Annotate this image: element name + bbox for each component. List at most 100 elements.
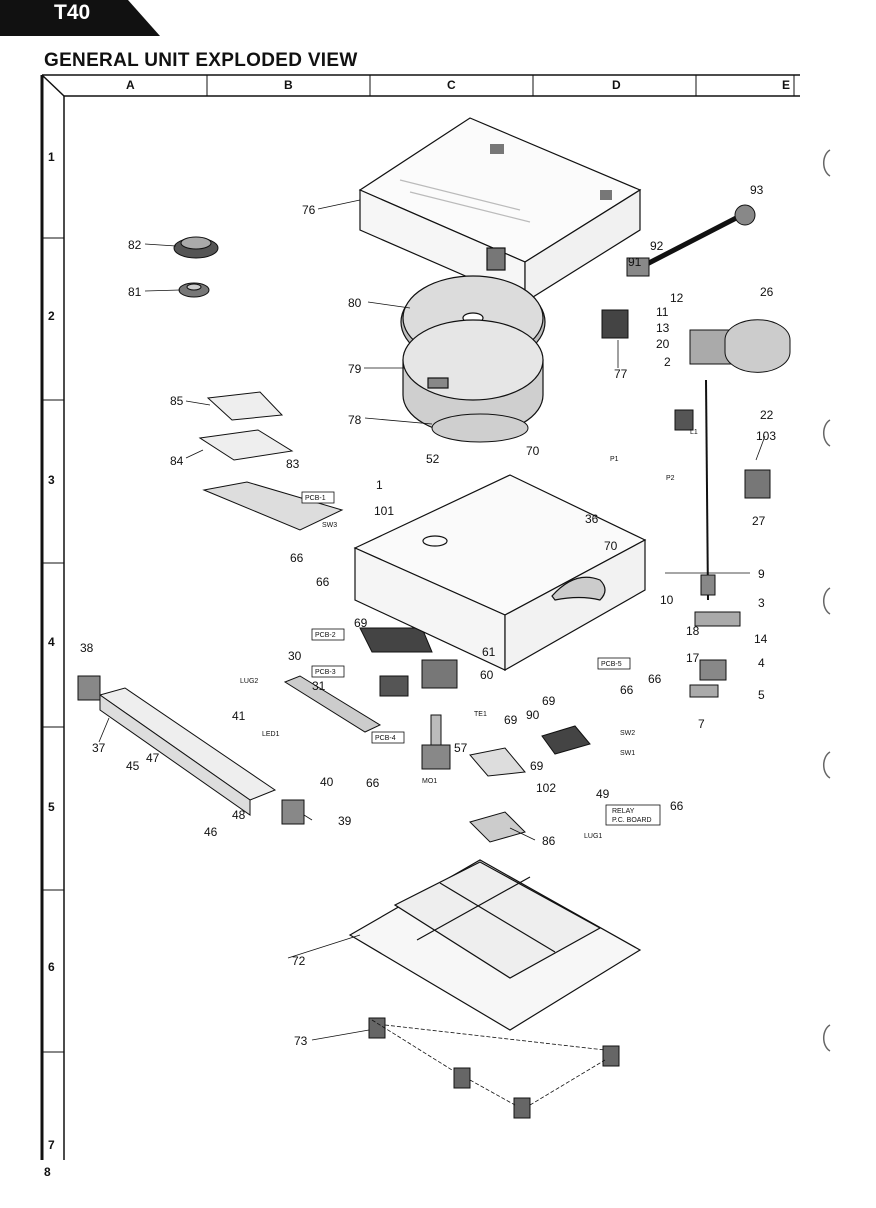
part-label: 66: [620, 683, 634, 697]
knob-81: [178, 282, 210, 298]
part-label: 5: [758, 688, 765, 702]
switch-bracket-30: [283, 675, 409, 733]
row-label-6: 6: [48, 960, 55, 974]
grid-frame: [40, 74, 800, 1160]
row-label-5: 5: [48, 800, 55, 814]
part-label: 40: [320, 775, 334, 789]
part-label: 93: [750, 183, 764, 197]
part-label: 48: [232, 808, 246, 822]
small-label: MO1: [422, 778, 437, 785]
part-label: 85: [170, 394, 184, 408]
small-label: LED1: [262, 731, 280, 738]
part-label: 45: [126, 759, 140, 773]
part-label: 66: [366, 776, 380, 790]
platter-78: [431, 413, 529, 443]
part-label: 1: [376, 478, 383, 492]
part-label: 69: [504, 713, 518, 727]
pcb-tag: PCB-1: [301, 491, 335, 504]
part-label: 49: [596, 787, 610, 801]
part-label: 57: [454, 741, 468, 755]
part-label: 83: [286, 457, 300, 471]
part-label: 26: [760, 285, 774, 299]
part-label: 66: [648, 672, 662, 686]
part-label: 46: [204, 825, 218, 839]
relay-note-line-2: P.C. BOARD: [612, 817, 652, 824]
bottom-cover: [348, 859, 642, 1031]
page-title: GENERAL UNIT EXPLODED VIEW: [44, 50, 358, 71]
tonearm-assembly: [626, 204, 791, 499]
row-label-3: 3: [48, 473, 55, 487]
column-label-b: B: [284, 78, 293, 92]
pcb-tag-text: PCB-2: [315, 632, 336, 639]
part-label: 20: [656, 337, 670, 351]
small-label: LUG1: [584, 833, 602, 840]
part-label: 70: [604, 539, 618, 553]
part-label: 69: [530, 759, 544, 773]
small-label: SW3: [322, 522, 337, 529]
pcb-tag-box: [597, 657, 631, 670]
part-label: 78: [348, 413, 362, 427]
relay-pc-board-note: RELAY P.C. BOARD: [605, 804, 661, 826]
column-label-e: E: [782, 78, 791, 92]
row-label-2: 2: [48, 309, 55, 323]
part-label: 60: [480, 668, 494, 682]
small-label: SW2: [620, 730, 635, 737]
pcb-tag-box: [311, 665, 345, 678]
part-label: 11: [656, 305, 669, 319]
pcb-tag-text: PCB-1: [305, 495, 326, 502]
relay-note-line-1: RELAY: [612, 808, 635, 815]
part-label: 72: [292, 954, 306, 968]
part-label: 38: [80, 641, 94, 655]
motor-57: [421, 659, 458, 770]
pcb-tag: PCB-3: [311, 665, 345, 678]
pcb-tag-box: [301, 491, 335, 504]
part-label: 12: [670, 291, 684, 305]
pcb-tag-text: PCB-3: [315, 669, 336, 676]
column-label-d: D: [612, 78, 621, 92]
part-label: 27: [752, 514, 766, 528]
pcb-tag-text: PCB-4: [375, 735, 396, 742]
dashed-guide-lines: [371, 1019, 606, 1106]
part-label: 82: [128, 238, 142, 252]
part-label: 14: [754, 632, 768, 646]
small-label: L1: [690, 429, 698, 436]
part-label: 103: [756, 429, 776, 443]
part-label: 17: [686, 651, 700, 665]
model-tab: T40: [0, 0, 160, 36]
part-label: 86: [542, 834, 556, 848]
part-label: 69: [542, 694, 556, 708]
pcb-tag-box: [371, 731, 405, 744]
part-label: 30: [288, 649, 302, 663]
hinge-77: [601, 309, 629, 339]
part-label: 31: [312, 679, 326, 693]
part-label: 69: [354, 616, 368, 630]
part-label: 41: [232, 709, 246, 723]
model-name: T40: [54, 1, 91, 24]
small-label: TE1: [474, 711, 487, 718]
column-label-a: A: [126, 78, 135, 92]
part-label: 10: [660, 593, 674, 607]
part-label: 84: [170, 454, 184, 468]
page-number: 8: [44, 1165, 51, 1179]
part-label: 73: [294, 1034, 308, 1048]
part-label: 3: [758, 596, 765, 610]
part-label: 92: [650, 239, 664, 253]
part-label: 79: [348, 362, 362, 376]
pcb-tag: PCB-4: [371, 731, 405, 744]
part-label: 37: [92, 741, 106, 755]
part-label: 66: [290, 551, 304, 565]
pcb-tag: PCB-5: [597, 657, 631, 670]
part-label: 76: [302, 203, 316, 217]
small-label: SW1: [620, 750, 635, 757]
main-chassis: [353, 474, 647, 672]
pcb-tag-text: PCB-5: [601, 661, 622, 668]
part-label: 90: [526, 708, 540, 722]
relay-note-box: [605, 804, 661, 826]
part-label: 101: [374, 504, 394, 518]
part-label: 81: [128, 285, 142, 299]
part-label: 80: [348, 296, 362, 310]
knob-82: [173, 236, 219, 259]
row-label-1: 1: [48, 150, 55, 164]
